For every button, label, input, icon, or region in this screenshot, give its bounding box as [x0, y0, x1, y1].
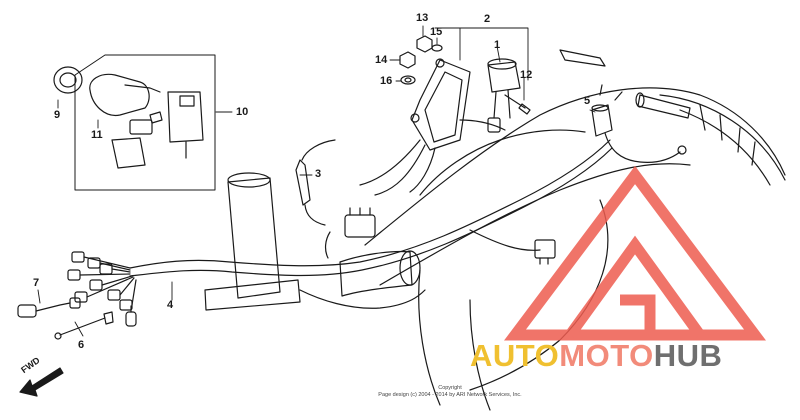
callout-3: 3 [315, 168, 322, 180]
callout-2: 2 [484, 13, 491, 25]
bulb-connector-item-7 [17, 297, 81, 318]
wire-item-6 [59, 311, 114, 336]
automotohub-watermark: AUTOMOTOHUB [470, 338, 722, 374]
fork-bracket [204, 279, 301, 311]
nut-item-14 [399, 51, 416, 69]
watermark-auto: AUTO [470, 338, 560, 373]
wire-item-6-end [54, 332, 62, 340]
relay-item-1 [487, 58, 521, 133]
callout-7: 7 [33, 277, 40, 289]
wire-item-3-lead [301, 139, 336, 161]
bolt-item-12 [504, 94, 531, 115]
frame-lower-edge [379, 163, 691, 286]
wire-item-3-lower [304, 204, 326, 226]
washer-item-15 [431, 44, 443, 52]
frame-backbone [364, 87, 786, 246]
copyright-line-2: Page design (c) 2004 - 2014 by ARI Netwo… [378, 392, 522, 399]
callout-13: 13 [416, 12, 429, 24]
callout-1: 1 [494, 39, 501, 51]
harness-to-connector [469, 229, 541, 251]
washer-item-16 [400, 75, 416, 85]
harness-branch-upper [419, 129, 586, 196]
callout-4: 4 [167, 299, 174, 311]
callout-16: 16 [380, 75, 393, 87]
fork-tube-top [227, 172, 271, 188]
watermark-moto: MOTO [559, 338, 654, 373]
callout-15: 15 [430, 26, 443, 38]
copyright-notice: Copyright Page design (c) 2004 - 2014 by… [270, 385, 630, 399]
right-connector [534, 239, 556, 265]
wire-item-3 [295, 159, 311, 206]
fork-tube [227, 177, 281, 299]
upper-shaft [559, 49, 606, 67]
watermark-hub: HUB [653, 338, 723, 373]
mid-connector [324, 207, 376, 259]
ignition-switch-group [53, 54, 216, 191]
callout-5: 5 [584, 95, 591, 107]
harness-branch-lower [299, 289, 426, 309]
callout-10: 10 [236, 106, 249, 118]
front-connectors [67, 251, 137, 327]
regulator-assembly-item-2 [359, 58, 506, 196]
automotohub-logo-icon [504, 165, 766, 341]
condenser-item-5 [591, 84, 687, 163]
callout-6: 6 [78, 339, 85, 351]
callout-9: 9 [54, 109, 61, 121]
harness-sheath-end [399, 250, 421, 286]
rear-fender-ribs [699, 104, 756, 166]
callout-14: 14 [375, 54, 388, 66]
main-harness [129, 139, 611, 269]
copyright-line-1: Copyright [438, 385, 462, 391]
callout-11: 11 [91, 129, 103, 141]
axle-right [637, 94, 691, 119]
nut-item-13 [416, 35, 433, 53]
callout-12: 12 [520, 69, 533, 81]
fwd-arrow-icon [19, 367, 64, 397]
main-harness-2 [129, 147, 613, 277]
leader-lines [37, 25, 596, 337]
axle-end [635, 92, 645, 108]
rear-fender [659, 94, 786, 186]
fender-lower [418, 269, 491, 411]
